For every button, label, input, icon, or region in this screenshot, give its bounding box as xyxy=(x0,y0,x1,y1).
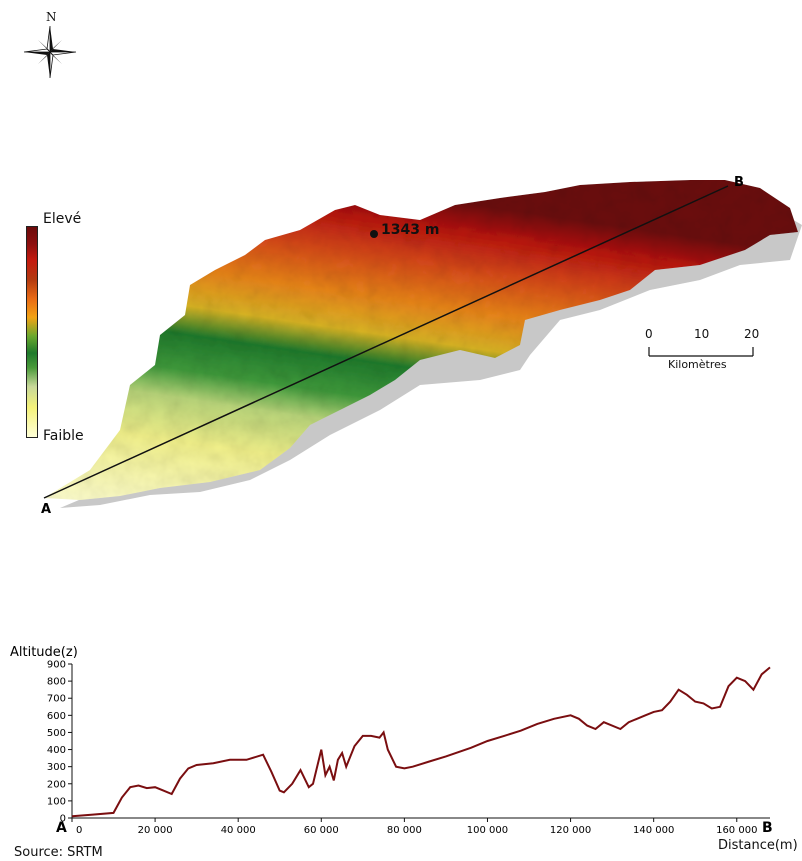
elevation-profile-series xyxy=(71,666,771,818)
y-axis-label: Altitude(z) xyxy=(10,645,78,660)
x-tick-label: 60 000 xyxy=(304,825,339,836)
relief-map: 1343 m A B xyxy=(41,175,802,517)
y-tick-label: 900 xyxy=(47,660,66,671)
peak-label: 1343 m xyxy=(381,222,439,238)
x-tick-label: 100 000 xyxy=(467,825,508,836)
x-tick-label: 120 000 xyxy=(550,825,591,836)
peak-marker xyxy=(370,230,378,238)
scale-tick-label: 20 xyxy=(744,327,760,341)
scale-tick-label: 10 xyxy=(694,327,710,341)
legend-high-label: Elevé xyxy=(43,211,82,227)
y-tick-label: 600 xyxy=(47,711,66,722)
y-tick-label: 100 xyxy=(47,796,66,807)
profile-end-label: B xyxy=(762,820,773,836)
y-tick-label: 800 xyxy=(47,677,66,688)
x-tick-label: 80 000 xyxy=(387,825,422,836)
source-label: Source: SRTM xyxy=(14,845,103,860)
x-tick-label: 40 000 xyxy=(221,825,256,836)
legend-low-label: Faible xyxy=(43,428,84,444)
y-tick-label: 400 xyxy=(47,745,66,756)
scale-bar: 0 10 20 Kilomètres xyxy=(640,327,770,377)
x-tick-label: 160 000 xyxy=(716,825,757,836)
transect-start-label: A xyxy=(41,502,51,517)
elevation-profile-chart: Altitude(z) 0 100 200 300 400 500 600 700 800 900… xyxy=(10,645,773,836)
y-tick-label: 700 xyxy=(47,694,66,705)
y-tick-label: 0 xyxy=(60,814,66,825)
scale-tick-label: 0 xyxy=(645,327,653,341)
scale-unit-label: Kilomètres xyxy=(668,358,727,371)
scale-bar-line xyxy=(648,347,754,357)
basin-relief xyxy=(44,180,798,500)
x-tick-label: 20 000 xyxy=(138,825,173,836)
y-tick-label: 500 xyxy=(47,728,66,739)
y-axis: 0 100 200 300 400 500 600 700 800 900 xyxy=(47,660,72,825)
x-axis: 0 20 000 40 000 60 000 80 000 100 000 120 000 1… xyxy=(71,818,757,836)
transect-end-label: B xyxy=(734,175,744,190)
elevation-legend-bar xyxy=(26,226,38,438)
x-tick-label: 0 xyxy=(76,825,82,836)
profile-start-label: A xyxy=(56,820,67,836)
y-tick-label: 300 xyxy=(47,762,66,773)
y-tick-label: 200 xyxy=(47,779,66,790)
x-axis-label: Distance(m) xyxy=(718,838,798,853)
north-arrow-icon xyxy=(23,25,77,79)
transect-line xyxy=(43,185,729,499)
x-tick-label: 140 000 xyxy=(633,825,674,836)
north-label: N xyxy=(46,10,57,24)
